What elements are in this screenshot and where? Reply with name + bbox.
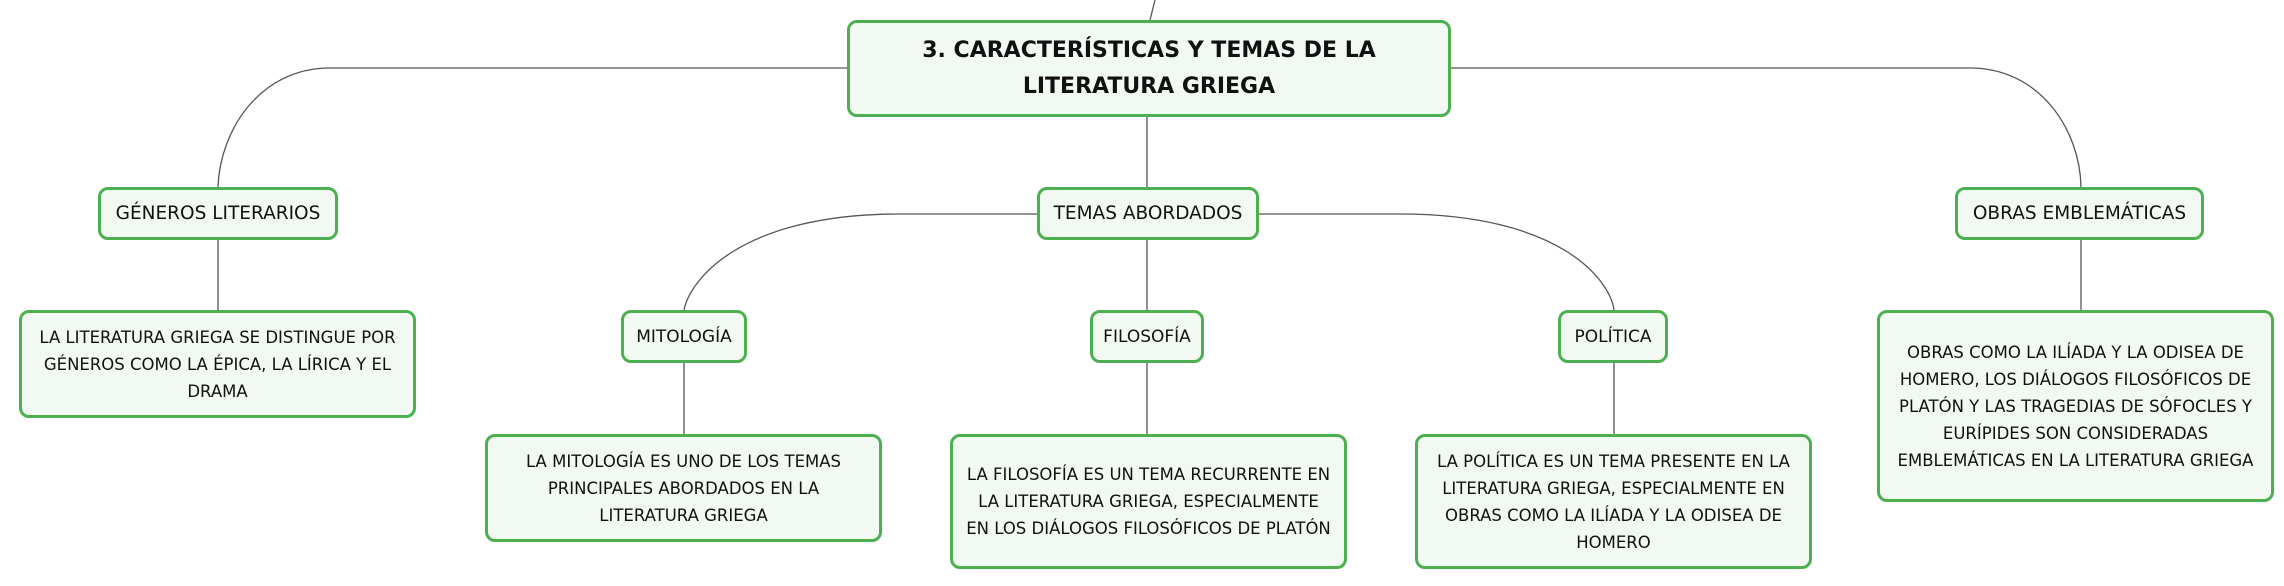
node-temas-abordados[interactable]: TEMAS ABORDADOS [1037, 187, 1259, 240]
node-generos-detail[interactable]: LA LITERATURA GRIEGA SE DISTINGUE POR GÉ… [19, 310, 416, 418]
connector-root-obras [1451, 67, 2082, 188]
node-obras-emblematicas[interactable]: OBRAS EMBLEMÁTICAS [1955, 187, 2204, 240]
root-topic-label: 3. CARACTERÍSTICAS Y TEMAS DE LA LITERAT… [922, 37, 1376, 99]
mitologia-detail-text: LA MITOLOGÍA ES UNO DE LOS TEMAS PRINCIP… [525, 451, 842, 525]
node-filosofia-detail[interactable]: LA FILOSOFÍA ES UN TEMA RECURRENTE EN LA… [950, 434, 1347, 569]
mitologia-label: MITOLOGÍA [636, 326, 732, 347]
filosofia-detail-text: LA FILOSOFÍA ES UN TEMA RECURRENTE EN LA… [966, 465, 1331, 538]
connector-temas-mitologia [683, 213, 1037, 311]
node-mitologia-detail[interactable]: LA MITOLOGÍA ES UNO DE LOS TEMAS PRINCIP… [485, 434, 882, 542]
temas-label: TEMAS ABORDADOS [1053, 203, 1243, 224]
root-topic-node[interactable]: 3. CARACTERÍSTICAS Y TEMAS DE LA LITERAT… [847, 20, 1451, 117]
node-politica[interactable]: POLÍTICA [1558, 310, 1668, 363]
node-filosofia[interactable]: FILOSOFÍA [1090, 310, 1204, 363]
filosofia-label: FILOSOFÍA [1103, 326, 1191, 347]
obras-label: OBRAS EMBLEMÁTICAS [1972, 203, 2187, 224]
connector-root-generos [217, 67, 847, 188]
node-politica-detail[interactable]: LA POLÍTICA ES UN TEMA PRESENTE EN LA LI… [1415, 434, 1812, 569]
obras-detail-text: OBRAS COMO LA ILÍADA Y LA ODISEA DE HOME… [1897, 342, 2254, 470]
politica-label: POLÍTICA [1574, 326, 1652, 347]
generos-label: GÉNEROS LITERARIOS [115, 203, 321, 224]
connector-temas-politica [1259, 213, 1615, 311]
connector-to-parent [1149, 0, 1156, 21]
node-obras-detail[interactable]: OBRAS COMO LA ILÍADA Y LA ODISEA DE HOME… [1877, 310, 2274, 502]
node-generos-literarios[interactable]: GÉNEROS LITERARIOS [98, 187, 338, 240]
generos-detail-text: LA LITERATURA GRIEGA SE DISTINGUE POR GÉ… [39, 327, 396, 401]
node-mitologia[interactable]: MITOLOGÍA [621, 310, 747, 363]
politica-detail-text: LA POLÍTICA ES UN TEMA PRESENTE EN LA LI… [1437, 451, 1790, 552]
